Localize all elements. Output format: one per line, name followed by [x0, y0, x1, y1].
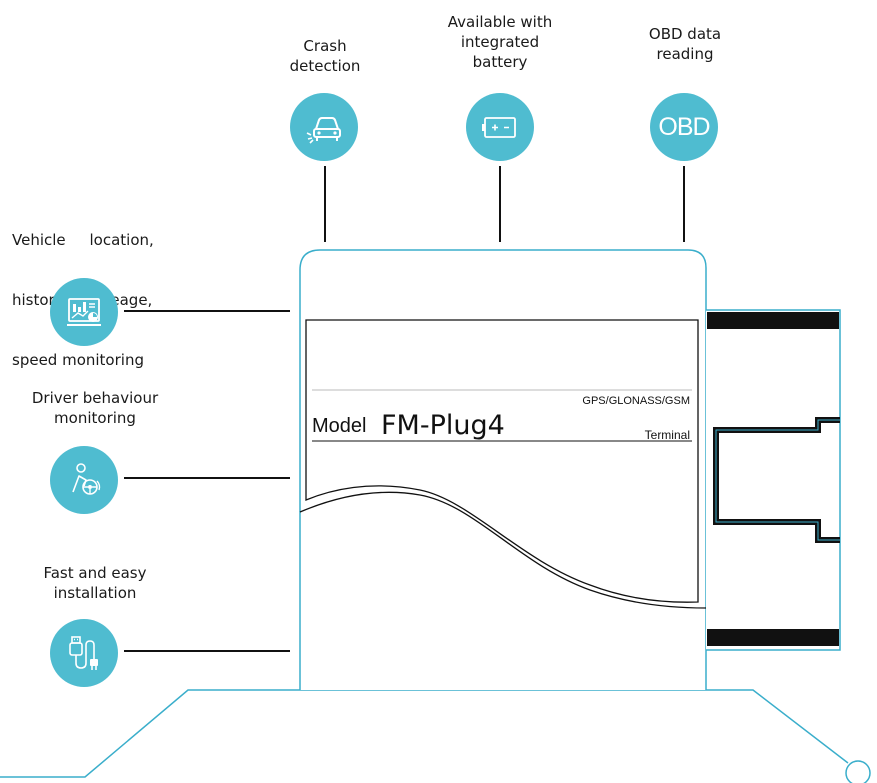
install-badge — [50, 619, 118, 687]
driver-badge — [50, 446, 118, 514]
usb-plug-icon — [69, 636, 98, 670]
label-wave-outer — [299, 491, 707, 609]
car-crash-icon — [306, 117, 341, 144]
feature-label-obd: OBD data reading — [648, 25, 722, 63]
terminal-label: Terminal — [645, 428, 690, 442]
obd-icon: OBD — [658, 112, 710, 141]
crash-detection-badge — [290, 93, 358, 161]
feature-label-install: Fast and easy installation — [43, 564, 147, 602]
model-prefix: Model — [312, 415, 366, 437]
battery-badge — [466, 93, 534, 161]
driver-steering-icon — [72, 463, 101, 495]
connector-band-bottom — [707, 629, 839, 646]
obd-badge: OBD — [650, 93, 718, 161]
obd-connector — [706, 309, 841, 651]
base-board-outline — [0, 689, 849, 778]
feature-label-battery: Available with integrated battery — [447, 13, 553, 71]
device-label-sticker — [305, 319, 699, 603]
battery-icon — [482, 117, 516, 138]
connector-pin-slot-inner — [715, 419, 840, 541]
monitoring-dashboard-icon — [67, 298, 101, 326]
model-name: FM-Plug4 — [381, 410, 505, 441]
connector-band-top — [707, 312, 839, 329]
feature-label-driver: Driver behaviour monitoring — [31, 389, 159, 427]
base-board-node — [845, 760, 871, 783]
monitoring-badge — [50, 278, 118, 346]
feature-label-crash: Crash detection — [289, 37, 361, 75]
network-label: GPS/GLONASS/GSM — [582, 395, 690, 407]
